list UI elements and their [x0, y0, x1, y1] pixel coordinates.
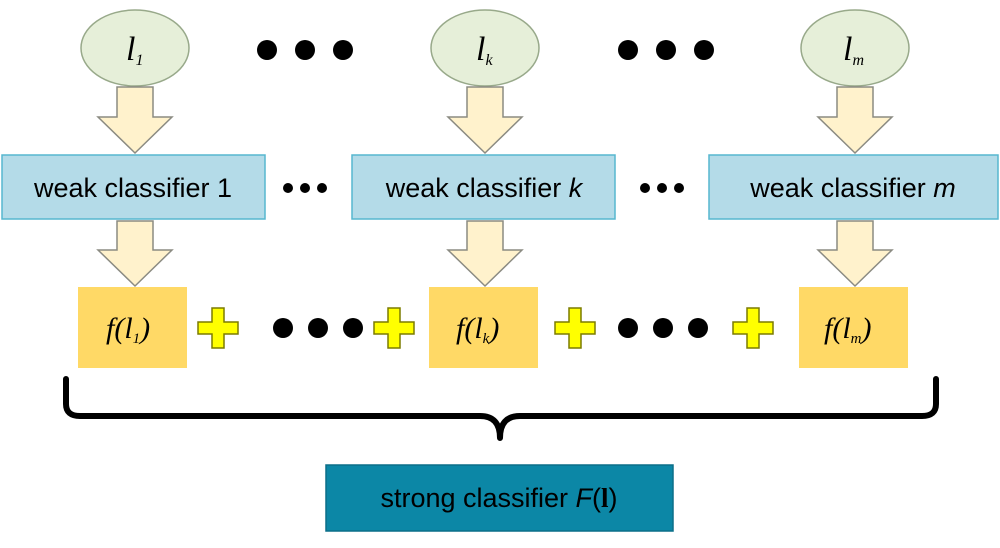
input-label-k: l [476, 31, 485, 68]
output-node-1: f(l1) [78, 287, 187, 368]
strong-classifier-open: ( [592, 483, 601, 513]
strong-classifier-arg: l [601, 483, 609, 513]
ellipsis-icon [618, 318, 708, 338]
output-label: f(l [106, 312, 133, 345]
weak-classifier-label: weak classifier [385, 173, 569, 203]
output-subscript: 1 [133, 331, 141, 347]
svg-text:f(l1): f(l1) [106, 312, 150, 347]
input-ellipse [800, 9, 910, 87]
output-subscript: m [851, 331, 862, 347]
strong-classifier-close: ) [609, 483, 618, 513]
weak-classifier-1: weak classifier 1 [1, 154, 266, 220]
ellipsis-icon [640, 183, 684, 193]
output-close: ) [138, 312, 150, 345]
strong-classifier: strong classifier F(l) [325, 464, 674, 532]
curly-brace-icon [63, 376, 939, 441]
svg-text:weak classifier m: weak classifier m [749, 173, 956, 203]
input-node-m: lm [800, 9, 910, 87]
ellipsis-icon [273, 318, 363, 338]
svg-text:strong classifier F(l): strong classifier F(l) [380, 483, 617, 513]
output-close: ) [487, 312, 499, 345]
weak-classifier-label: weak classifier [749, 173, 933, 203]
down-arrow-icon [96, 220, 174, 288]
input-subscript-1: 1 [135, 52, 143, 69]
down-arrow-icon [446, 220, 524, 288]
svg-text:f(lk): f(lk) [456, 312, 499, 347]
input-ellipse [430, 9, 540, 87]
ellipsis-icon [618, 40, 714, 60]
input-node-1: l1 [80, 9, 190, 87]
output-subscript: k [483, 331, 490, 347]
svg-text:l1: l1 [126, 31, 143, 69]
down-arrow-icon [816, 220, 894, 288]
plus-icon [373, 307, 415, 349]
weak-classifier-k: weak classifier k [351, 154, 616, 220]
svg-text:weak classifier k: weak classifier k [385, 173, 584, 203]
input-node-k: lk [430, 9, 540, 87]
input-label-m: l [843, 31, 852, 68]
output-label: f(l [456, 312, 483, 345]
weak-classifier-suffix: 1 [217, 173, 232, 203]
down-arrow-icon [816, 86, 894, 155]
input-ellipse [80, 9, 190, 87]
plus-icon [732, 307, 774, 349]
down-arrow-icon [96, 86, 174, 155]
output-label: f(l [824, 312, 851, 345]
output-node-m: f(lm) [799, 287, 908, 368]
ellipsis-icon [257, 40, 353, 60]
output-close: ) [860, 312, 872, 345]
output-node-k: f(lk) [429, 287, 538, 368]
strong-classifier-function: F [576, 483, 594, 513]
input-label-1: l [126, 31, 135, 68]
ellipsis-icon [283, 183, 327, 193]
weak-classifier-m: weak classifier m [708, 154, 999, 220]
weak-classifier-suffix: k [569, 173, 584, 203]
input-subscript-m: m [852, 52, 864, 69]
svg-text:lk: lk [476, 31, 493, 69]
strong-classifier-label: strong classifier [380, 483, 575, 513]
input-subscript-k: k [485, 52, 493, 69]
svg-text:lm: lm [843, 31, 864, 69]
svg-text:f(lm): f(lm) [824, 312, 872, 347]
weak-classifier-label: weak classifier [33, 173, 217, 203]
svg-text:weak classifier 1: weak classifier 1 [33, 173, 232, 203]
plus-icon [554, 307, 596, 349]
weak-classifier-suffix: m [933, 173, 956, 203]
down-arrow-icon [446, 86, 524, 155]
plus-icon [197, 307, 239, 349]
